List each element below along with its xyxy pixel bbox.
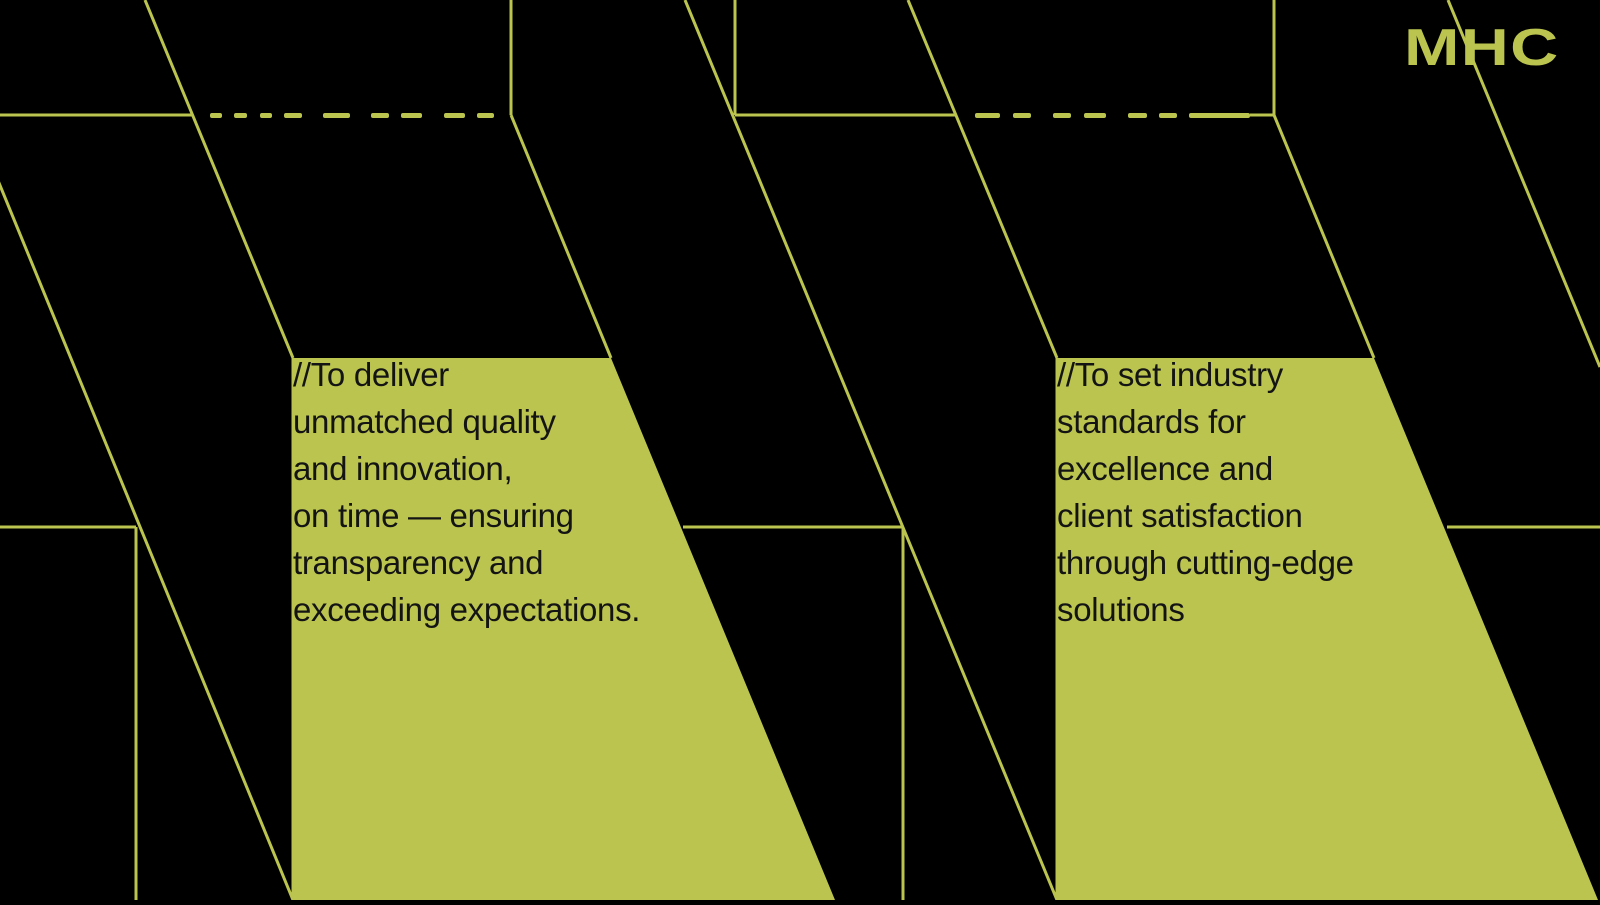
vision-heading-clipped <box>975 113 1250 118</box>
mhc-logo: MHC <box>1404 19 1560 77</box>
mission-heading-clipped <box>210 113 494 118</box>
vision-panel-fill <box>1057 358 1598 900</box>
mission-statement: //To deliver unmatched quality and innov… <box>293 356 641 628</box>
mission-panel-fill <box>293 358 835 900</box>
vision-statement: //To set industry standards for excellen… <box>1057 356 1354 628</box>
